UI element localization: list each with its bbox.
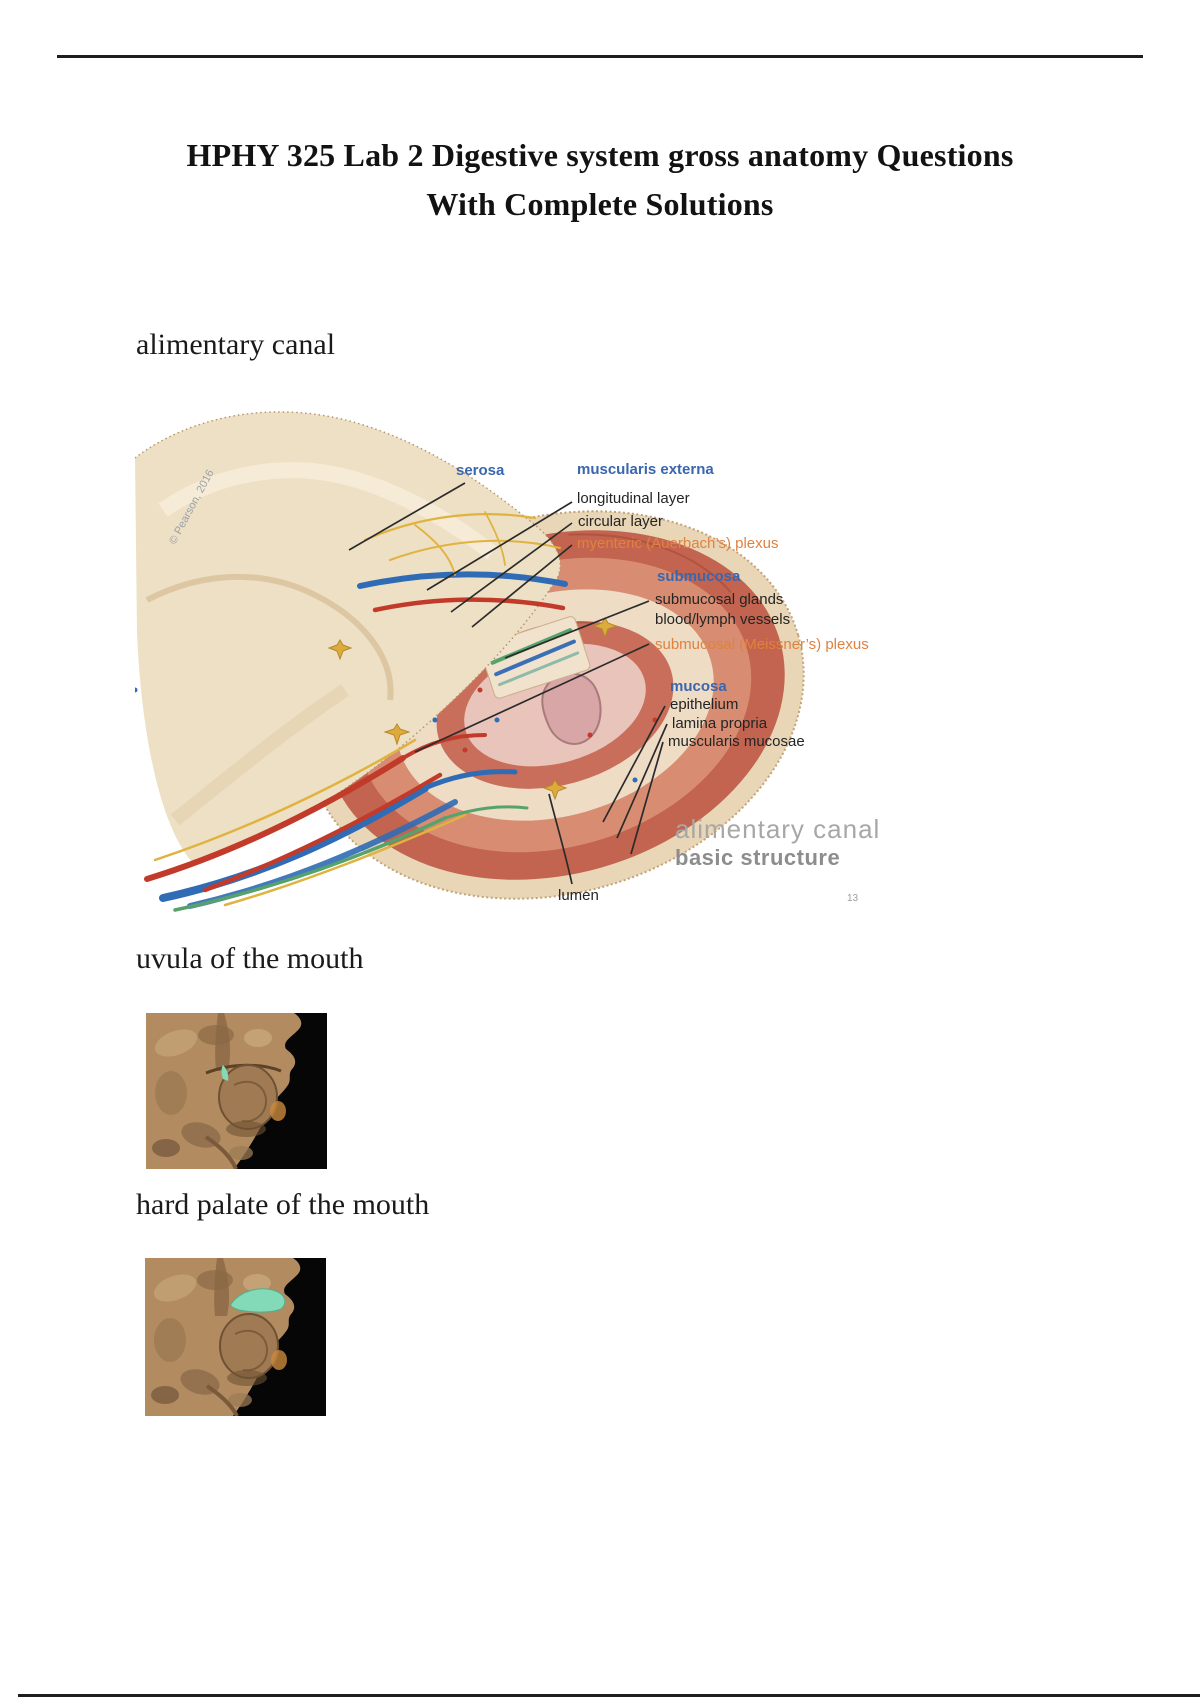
bottom-rule <box>18 1694 1200 1697</box>
hard-palate-highlight <box>230 1288 286 1313</box>
label-muscularis-externa: muscularis externa <box>577 461 714 478</box>
question-uvula: uvula of the mouth <box>136 942 364 975</box>
uvula-sagittal-section <box>146 1013 327 1169</box>
label-epithelium: epithelium <box>670 696 739 713</box>
slide-caption-line-1: alimentary canal <box>675 814 881 844</box>
label-circular-layer: circular layer <box>578 513 664 530</box>
label-serosa: serosa <box>456 462 505 479</box>
label-longitudinal-layer: longitudinal layer <box>577 490 690 507</box>
hard-palate-sagittal-section <box>145 1258 326 1416</box>
alimentary-canal-slide: © Pearson, 2016 <box>135 390 879 918</box>
title-line-2: With Complete Solutions <box>426 186 774 222</box>
title-line-1: HPHY 325 Lab 2 Digestive system gross an… <box>186 137 1014 173</box>
label-myenteric-plexus: myenteric (Auerbach’s) plexus <box>577 535 779 552</box>
label-submucosal-glands: submucosal glands <box>655 591 784 608</box>
top-rule <box>57 55 1143 58</box>
slide-caption-line-2: basic structure <box>675 845 841 870</box>
label-muscularis-mucosae: muscularis mucosae <box>668 733 805 750</box>
label-mucosa: mucosa <box>670 678 727 695</box>
uvula-highlight <box>221 1065 229 1081</box>
slide-number: 13 <box>847 893 859 904</box>
label-lamina-propria: lamina propria <box>672 715 768 732</box>
uvula-image <box>146 1013 327 1169</box>
label-meissner-plexus: submucosal (Meissner’s) plexus <box>655 636 869 653</box>
label-blood-lymph-vessels: blood/lymph vessels <box>655 611 791 628</box>
label-submucosa: submucosa <box>657 568 741 585</box>
hard-palate-image <box>145 1258 326 1416</box>
label-lumen: lumen <box>558 887 599 904</box>
question-alimentary-canal: alimentary canal <box>136 328 336 361</box>
page-title: HPHY 325 Lab 2 Digestive system gross an… <box>125 131 1075 229</box>
question-hard-palate: hard palate of the mouth <box>136 1188 430 1221</box>
